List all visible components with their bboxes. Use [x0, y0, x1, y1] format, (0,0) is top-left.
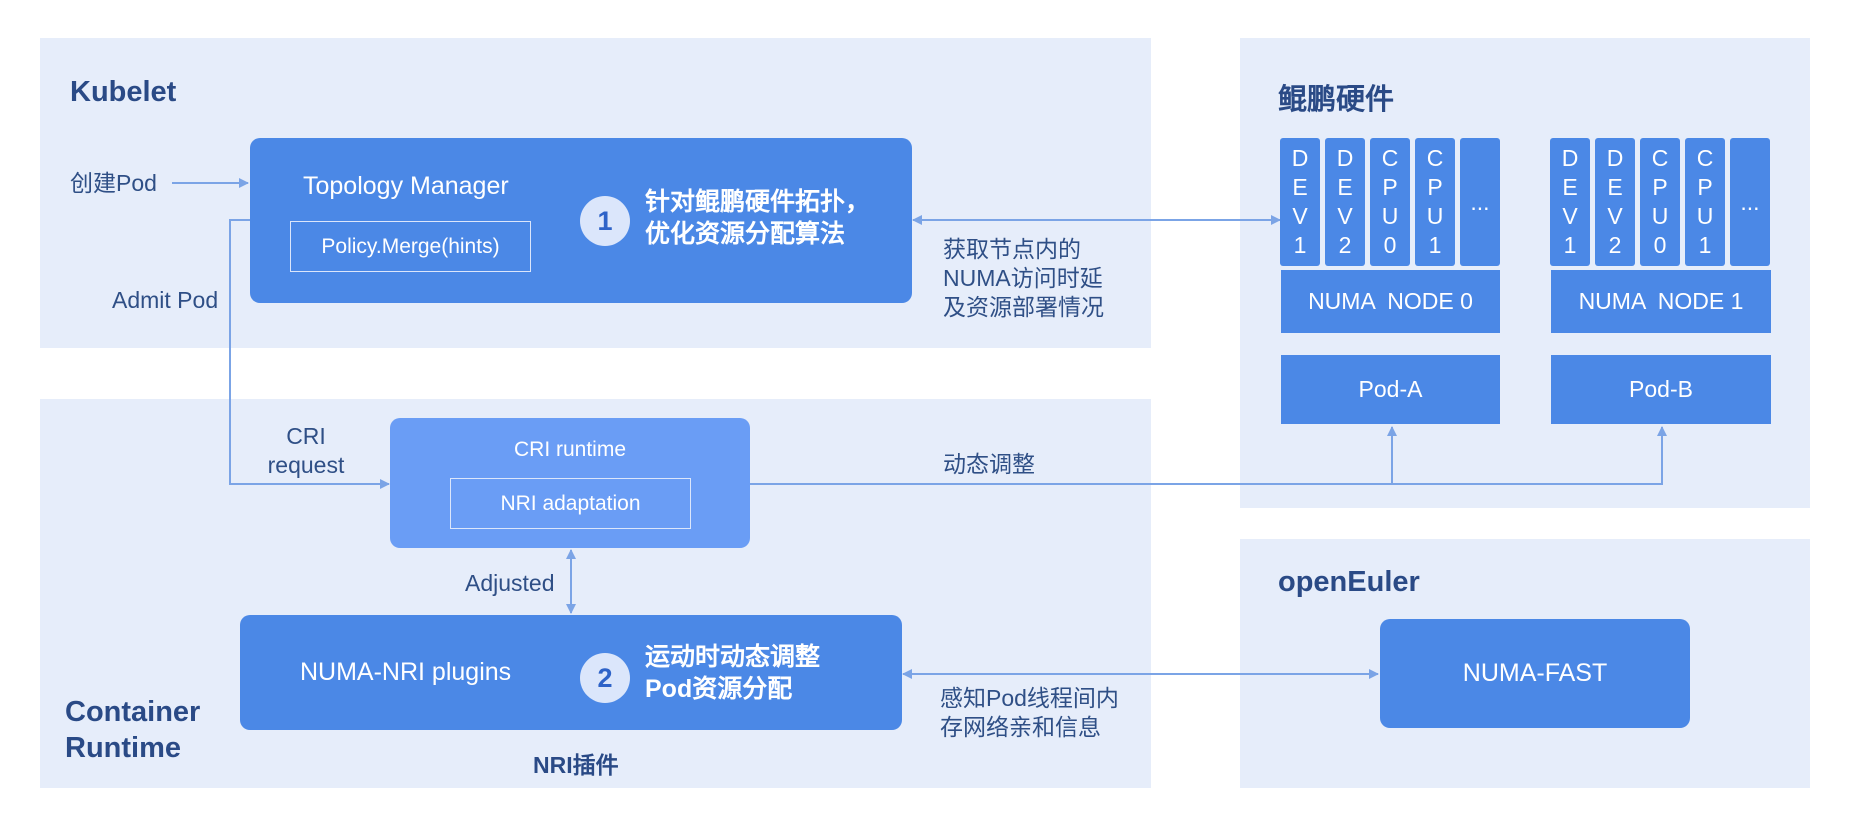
- admit-pod-path: [229, 219, 390, 489]
- container-runtime-title-line2: Runtime: [65, 732, 181, 764]
- numa-info-text: 获取节点内的 NUMA访问时延 及资源部署情况: [943, 235, 1104, 322]
- nri-adaptation-box: NRI adaptation: [450, 478, 691, 529]
- adjusted-label: Adjusted: [465, 570, 555, 596]
- admit-pod-label: Admit Pod: [112, 287, 219, 313]
- dynamic-adjust-label: 动态调整: [943, 451, 1035, 477]
- container-runtime-title: Container Runtime: [65, 694, 200, 766]
- step-2-text-line2: Pod资源分配: [645, 675, 793, 703]
- step-1-badge: 1: [580, 196, 630, 246]
- step-1-text-line1: 针对鲲鹏硬件拓扑，: [645, 188, 871, 216]
- cri-runtime-label: CRI runtime: [513, 438, 627, 461]
- pod-a-box[interactable]: Pod-A: [1281, 355, 1500, 424]
- kubelet-title: Kubelet: [70, 76, 177, 108]
- step-2-badge: 2: [580, 653, 630, 703]
- nri-plugin-label: NRI插件: [533, 752, 619, 778]
- sense-line2: 存网络亲和信息: [940, 714, 1101, 740]
- dynamic-adjust-path: [750, 426, 1667, 485]
- step-2-text: 运动时动态调整 Pod资源分配: [645, 641, 820, 705]
- numa-nri-plugins-box: [240, 615, 902, 730]
- step-1-text: 针对鲲鹏硬件拓扑， 优化资源分配算法: [645, 186, 870, 250]
- container-runtime-title-line1: Container: [65, 696, 201, 728]
- numa-nri-plugins-label: NUMA-NRI plugins: [300, 658, 512, 686]
- sense-line1: 感知Pod线程间内: [940, 685, 1119, 711]
- cri-request-line2: request: [267, 452, 345, 478]
- node-1-more-column: ...: [1730, 138, 1770, 266]
- pod-b-box[interactable]: Pod-B: [1551, 355, 1771, 424]
- numa-node-0-label: NUMA NODE 0: [1281, 270, 1500, 333]
- numa-fast-box: NUMA-FAST: [1380, 619, 1690, 728]
- sense-text: 感知Pod线程间内 存网络亲和信息: [940, 684, 1119, 742]
- kunpeng-title: 鲲鹏硬件: [1278, 84, 1395, 116]
- numa-info-line3: 及资源部署情况: [943, 294, 1104, 320]
- step-2-text-line1: 运动时动态调整: [645, 643, 821, 671]
- topology-manager-label: Topology Manager: [303, 172, 509, 200]
- cri-request-line1: CRI: [286, 423, 326, 449]
- node-0-more-column: ...: [1460, 138, 1500, 266]
- numa-info-line2: NUMA访问时延: [943, 265, 1103, 291]
- create-pod-label: 创建Pod: [70, 170, 157, 196]
- openeuler-title: openEuler: [1278, 566, 1420, 598]
- cri-request-label: CRI request: [266, 422, 346, 480]
- numa-node-1-label: NUMA NODE 1: [1551, 270, 1771, 333]
- step-1-text-line2: 优化资源分配算法: [645, 220, 846, 248]
- policy-merge-box: Policy.Merge(hints): [290, 221, 531, 272]
- numa-info-line1: 获取节点内的: [943, 236, 1081, 262]
